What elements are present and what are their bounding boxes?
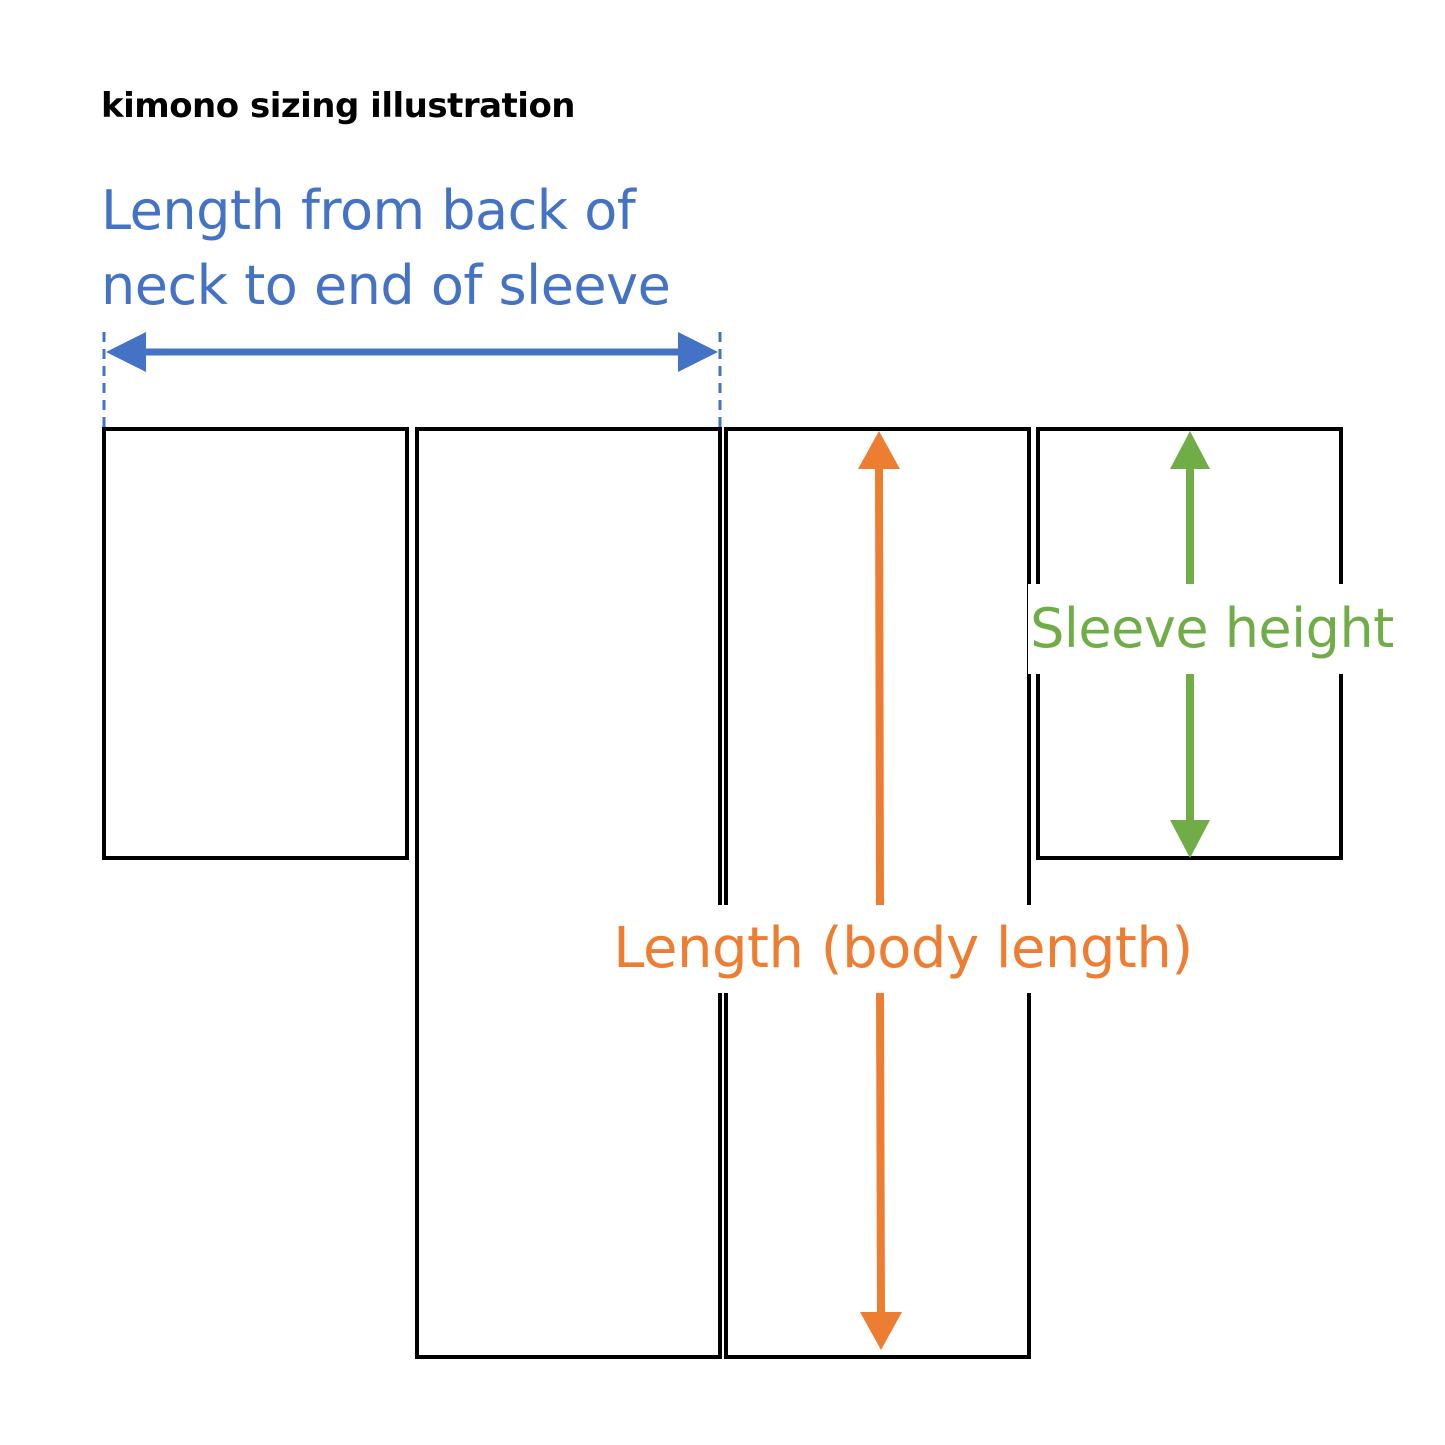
diagram-title: kimono sizing illustration (101, 86, 576, 126)
sleeve-height-arrowhead-bottom (1170, 820, 1210, 858)
sleeve-height-arrowhead-top (1170, 431, 1210, 469)
shoulder-to-sleeve-label-line2: neck to end of sleeve (101, 254, 671, 317)
shoulder-to-sleeve-label-line1: Length from back of (101, 179, 636, 242)
body-length-arrow-line-bottom (876, 992, 885, 1317)
shoulder-arrowhead-left (106, 332, 146, 372)
body-length-label: Length (body length) (613, 905, 1193, 993)
shoulder-arrowhead-right (678, 332, 718, 372)
body-length-arrow-line-top (875, 461, 884, 906)
sleeve-height-label: Sleeve height (1028, 584, 1396, 674)
body-length-arrowhead-top (858, 431, 900, 469)
left-body-panel (415, 427, 722, 1359)
body-length-arrowhead-bottom (860, 1312, 902, 1350)
left-sleeve-panel (102, 427, 409, 860)
right-body-panel (724, 427, 1031, 1359)
